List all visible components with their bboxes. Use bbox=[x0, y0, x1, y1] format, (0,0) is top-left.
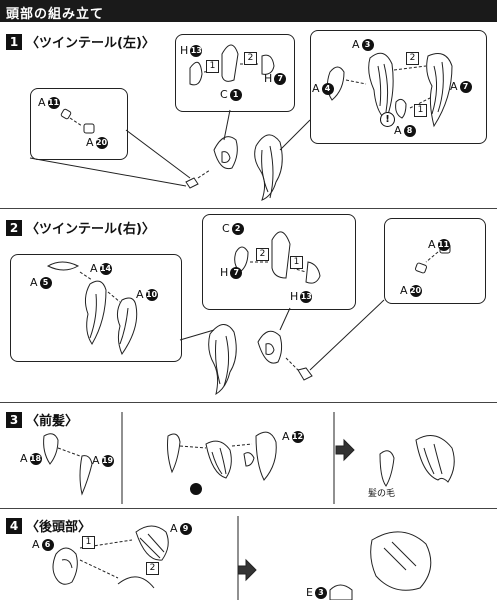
page-title: 頭部の組み立て bbox=[6, 7, 105, 22]
step-1-hair-detail-box bbox=[310, 30, 487, 144]
step-1-heading: 1 〈ツインテール(左)〉 bbox=[6, 32, 155, 51]
step-1-number: 1 bbox=[6, 33, 22, 50]
step-2-number: 2 bbox=[6, 219, 22, 236]
step-4-heading: 4 〈後頭部〉 bbox=[6, 516, 91, 535]
page-header: 頭部の組み立て bbox=[0, 0, 497, 22]
substep-2-marker-hair: 2 bbox=[406, 52, 419, 65]
step-3-number: 3 bbox=[6, 411, 22, 428]
hair-label: 髪の毛 bbox=[368, 489, 396, 499]
substep-1-marker-right: 1 bbox=[290, 256, 303, 269]
step-1-title: 〈ツインテール(左)〉 bbox=[26, 36, 155, 51]
substep-1-marker-hair: 1 bbox=[414, 104, 427, 117]
substep-2-marker-right: 2 bbox=[256, 248, 269, 261]
step-2-ribbon-detail-box bbox=[384, 218, 486, 304]
step-2-title: 〈ツインテール(右)〉 bbox=[26, 222, 155, 237]
substep-1-marker: 1 bbox=[206, 60, 219, 73]
step-4-number: 4 bbox=[6, 517, 22, 534]
step-2-clip-detail-box bbox=[202, 214, 356, 310]
section-divider-2 bbox=[0, 402, 497, 403]
section-divider-3 bbox=[0, 508, 497, 509]
substep-2-marker: 2 bbox=[244, 52, 257, 65]
section-divider bbox=[0, 208, 497, 209]
step-2-hair-detail-box bbox=[10, 254, 182, 362]
step-3-title: 〈前髪〉 bbox=[26, 414, 79, 429]
substep-1-marker-back: 1 bbox=[82, 536, 95, 549]
step-4-title: 〈後頭部〉 bbox=[26, 520, 92, 535]
step-3-heading: 3 〈前髪〉 bbox=[6, 410, 78, 429]
part-label-a13 bbox=[188, 482, 202, 495]
step-2-heading: 2 〈ツインテール(右)〉 bbox=[6, 218, 155, 237]
warning-icon: ! bbox=[380, 112, 395, 127]
substep-2-marker-back: 2 bbox=[146, 562, 159, 575]
